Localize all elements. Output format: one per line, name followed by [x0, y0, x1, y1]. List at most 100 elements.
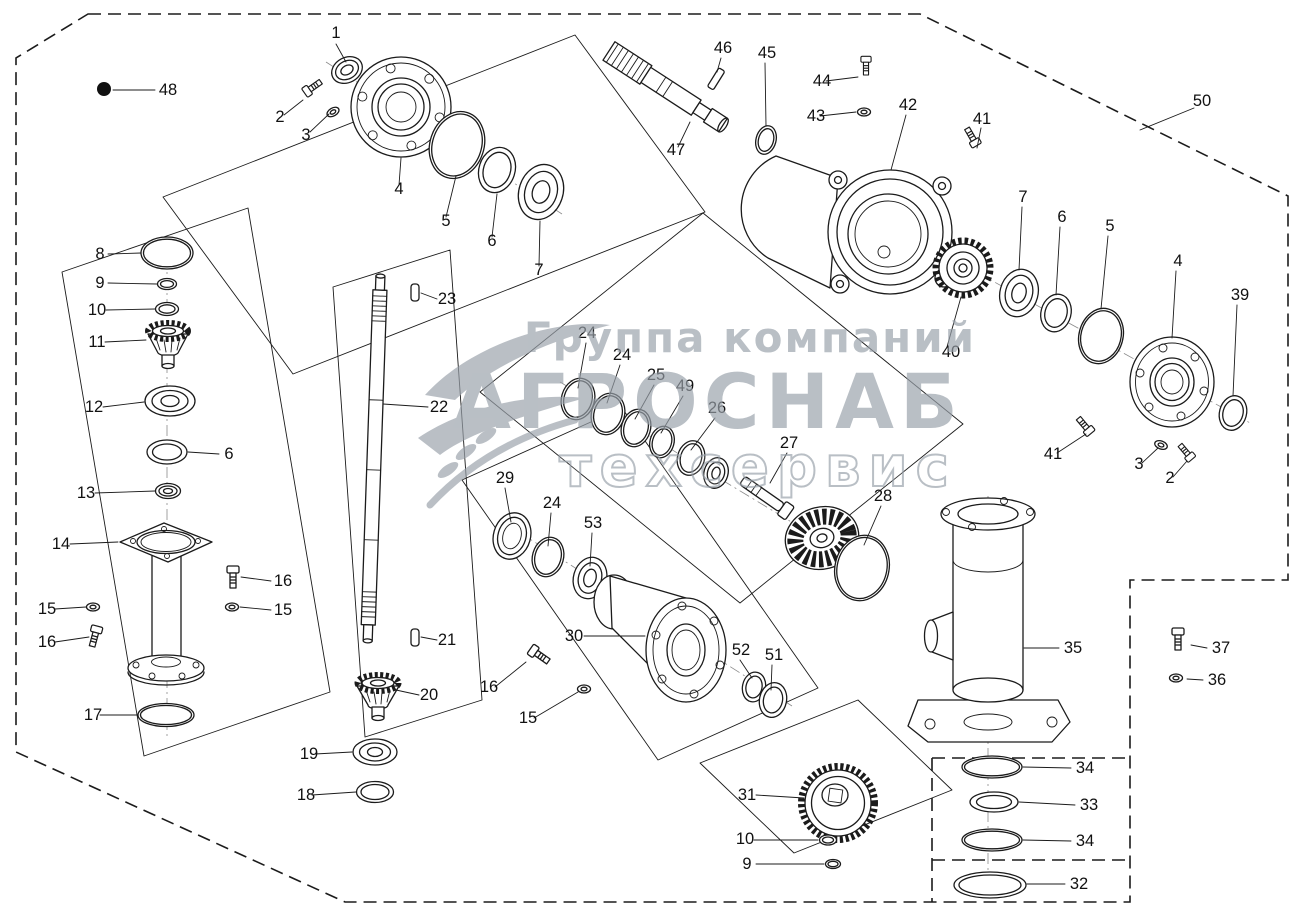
part-label: 27 — [780, 434, 798, 452]
part-label: 16 — [38, 633, 56, 651]
part-35-housing — [907, 497, 1071, 743]
part-label: 1 — [331, 24, 340, 42]
part-label: 7 — [534, 261, 543, 279]
part-label: 9 — [95, 274, 104, 292]
part-label: 11 — [88, 333, 105, 351]
part-41-bolt — [961, 125, 983, 149]
part-label: 8 — [95, 245, 104, 263]
part-20-bevel-gear — [354, 672, 402, 722]
part-label: 47 — [667, 141, 685, 159]
part-15-washer-left — [85, 602, 101, 612]
part-11-bevel-gear — [145, 320, 191, 370]
part-label: 12 — [85, 398, 103, 416]
part-1-seal — [331, 55, 363, 85]
part-4-flange-right — [1129, 336, 1215, 428]
part-3-washer — [324, 104, 342, 120]
part-43-washer — [856, 107, 872, 117]
part-9-ring — [156, 277, 178, 291]
part-48-dot — [97, 82, 111, 96]
part-6-ring-left — [146, 439, 188, 465]
part-40-gear — [932, 237, 994, 299]
part-label: 42 — [899, 96, 917, 114]
part-25-ring — [620, 408, 652, 448]
part-label: 41 — [973, 110, 991, 128]
part-27-pinion-shaft — [740, 476, 795, 520]
part-8-oring — [140, 236, 194, 270]
part-label: 15 — [519, 709, 537, 727]
part-14-flange-tube — [119, 522, 213, 686]
parts — [85, 41, 1248, 899]
part-label: 34 — [1076, 759, 1094, 777]
part-30-housing — [593, 574, 727, 703]
part-label: 29 — [496, 469, 514, 487]
part-label: 49 — [676, 377, 694, 395]
watermark-line-3: техсервис — [559, 435, 957, 500]
boundary-dashed — [15, 13, 1289, 903]
part-6-ring — [477, 146, 517, 194]
part-label: 24 — [543, 494, 561, 512]
part-label: 5 — [441, 212, 450, 230]
part-label: 20 — [420, 686, 438, 704]
part-label: 18 — [297, 786, 315, 804]
part-label: 19 — [300, 745, 318, 763]
part-label: 53 — [584, 514, 602, 532]
part-label: 50 — [1193, 92, 1211, 110]
part-39-seal — [1218, 395, 1248, 431]
part-10-ring — [154, 301, 180, 317]
part-6-ring-right — [1040, 293, 1072, 333]
part-10-ring-b — [818, 834, 838, 846]
watermark-logo-icon — [418, 323, 610, 509]
part-29-seal — [492, 512, 532, 560]
part-label: 16 — [274, 572, 292, 590]
part-label: 5 — [1105, 217, 1114, 235]
part-7-bearing-right — [998, 268, 1040, 318]
part-4-flange — [350, 56, 452, 158]
part-small-bearing — [703, 457, 729, 489]
part-label: 32 — [1070, 875, 1088, 893]
part-label: 9 — [742, 855, 751, 873]
part-37-bolt — [1171, 627, 1185, 651]
part-label: 25 — [647, 366, 665, 384]
part-label: 15 — [274, 601, 292, 619]
part-label: 48 — [159, 81, 177, 99]
part-label: 6 — [1057, 208, 1066, 226]
part-7-bearing — [517, 163, 565, 221]
watermark-line-2: АГРОСНАБ — [452, 357, 964, 446]
part-36-washer — [1168, 673, 1184, 683]
part-label: 2 — [1165, 469, 1174, 487]
part-16-bolt-centre — [526, 643, 553, 668]
part-label: 14 — [52, 535, 70, 553]
part-31-gear — [798, 763, 878, 843]
part-label: 28 — [874, 487, 892, 505]
part-15-washer-centre — [576, 684, 592, 694]
part-34-oring-b — [961, 828, 1023, 852]
part-label: 36 — [1208, 671, 1226, 689]
part-label: 3 — [301, 126, 310, 144]
part-label: 23 — [438, 290, 456, 308]
part-49-ring — [649, 425, 675, 459]
part-32-ring — [953, 871, 1027, 899]
part-34-oring-a — [961, 755, 1023, 779]
part-47-shaft — [602, 41, 729, 133]
part-33-ring — [969, 791, 1019, 813]
part-label: 33 — [1080, 796, 1098, 814]
part-16-bolt-left — [85, 624, 104, 649]
part-label: 2 — [275, 108, 284, 126]
part-label: 45 — [758, 44, 776, 62]
part-12-bearing — [144, 385, 196, 417]
part-label: 6 — [224, 445, 233, 463]
part-label: 13 — [77, 484, 95, 502]
part-24-ring-c — [531, 536, 565, 578]
watermark-line-1: Группа компаний — [524, 313, 976, 362]
part-22-shaft — [360, 273, 388, 644]
part-3-washer-right — [1152, 438, 1170, 452]
part-2-bolt-right — [1175, 441, 1197, 464]
part-44-fitting — [860, 55, 872, 76]
part-19-bearing — [352, 738, 398, 766]
part-23-pin — [410, 283, 420, 302]
part-21-pin — [410, 628, 420, 647]
part-label: 4 — [394, 180, 403, 198]
part-label: 35 — [1064, 639, 1082, 657]
part-26-ring — [676, 440, 706, 476]
